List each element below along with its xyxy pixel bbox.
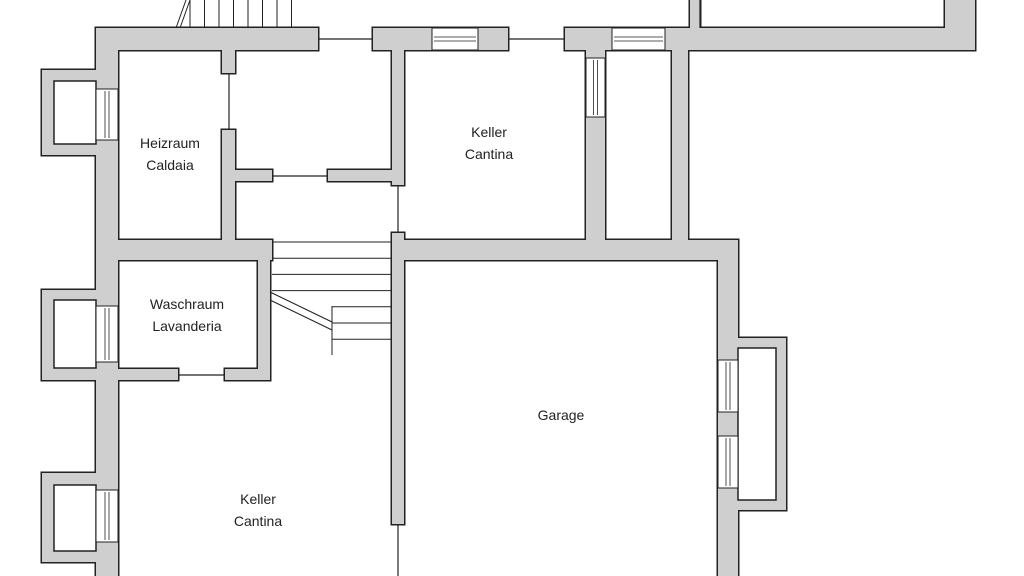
- stair-edge: [269, 299, 333, 331]
- stair-edge: [175, 0, 187, 29]
- wall-segment: [690, 0, 700, 40]
- wall-outlines: [40, 0, 977, 576]
- light-well: [53, 484, 97, 552]
- plan-details: [53, 0, 777, 576]
- room-name-it: Lavanderia: [152, 318, 222, 334]
- room-name-it: Cantina: [233, 513, 283, 529]
- window: [95, 489, 119, 543]
- room-name-it: Cantina: [464, 146, 514, 162]
- room-label-garage: Garage: [538, 404, 585, 426]
- room-name: Keller: [240, 491, 276, 507]
- wall-segment: [222, 170, 272, 181]
- wall-segment: [222, 130, 235, 260]
- light-well: [53, 80, 97, 145]
- wall-segment: [392, 240, 738, 260]
- wall-segment: [328, 170, 404, 181]
- wall-segment: [225, 369, 270, 380]
- room-label-keller-bottom: Keller Cantina: [234, 488, 282, 532]
- room-name: Keller: [471, 124, 507, 140]
- room-label-heizraum: Heizraum Caldaia: [140, 132, 200, 176]
- wall-segment: [258, 240, 270, 380]
- window: [717, 359, 739, 413]
- wall-segment: [96, 28, 318, 50]
- window: [717, 435, 739, 489]
- room-label-keller-top: Keller Cantina: [465, 121, 513, 165]
- window: [431, 27, 479, 51]
- room-name-it: Caldaia: [146, 157, 194, 173]
- wall-segment: [672, 28, 688, 260]
- room-name: Heizraum: [140, 135, 200, 151]
- window: [611, 27, 666, 51]
- wall-segment: [118, 369, 178, 380]
- window: [95, 88, 119, 141]
- light-well: [53, 299, 97, 369]
- wall-segment: [945, 0, 975, 50]
- room-name: Waschraum: [149, 296, 225, 312]
- wall-segment: [392, 28, 404, 185]
- stair-edge: [269, 291, 333, 323]
- wall-segment: [222, 50, 235, 73]
- room-name: Garage: [537, 407, 585, 423]
- wall-segment: [392, 233, 404, 524]
- light-well: [737, 347, 777, 501]
- window: [585, 57, 606, 118]
- room-label-waschraum: Waschraum Lavanderia: [150, 293, 224, 337]
- wall-segment: [96, 240, 272, 260]
- stair-edge: [179, 0, 191, 29]
- window: [95, 305, 119, 363]
- walls: [42, 0, 975, 576]
- wall-segment: [565, 28, 975, 50]
